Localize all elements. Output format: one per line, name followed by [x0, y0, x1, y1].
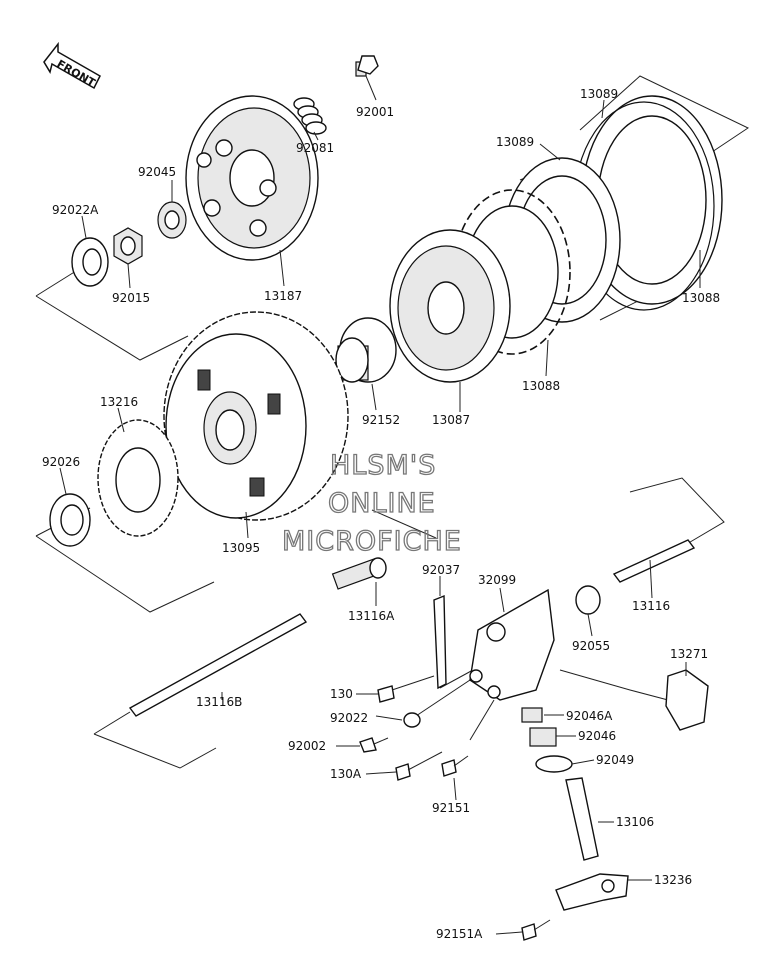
nut-92015 [113, 227, 143, 265]
callout-13095: 13095 [222, 541, 260, 555]
callout-13116B: 13116B [196, 695, 242, 709]
lever-13236 [555, 873, 629, 911]
pin-13116A [331, 557, 387, 590]
callout-13236: 13236 [654, 873, 692, 887]
callout-92151: 92151 [432, 801, 470, 815]
callout-13088-left: 13088 [522, 379, 560, 393]
callout-92015: 92015 [112, 291, 150, 305]
callout-13116A: 13116A [348, 609, 395, 623]
bush-92046 [529, 727, 557, 747]
callout-92151A: 92151A [436, 927, 483, 941]
bolt-92002 [359, 737, 389, 753]
callout-92022A: 92022A [52, 203, 99, 217]
seal-92049 [535, 755, 573, 773]
bracket-13271 [665, 669, 709, 731]
bush-92046A [521, 707, 543, 723]
gear-13216 [97, 419, 179, 537]
pressure-plate-13187 [185, 95, 319, 261]
housing-32099 [469, 588, 555, 701]
callout-92081: 92081 [296, 141, 334, 155]
watermark: HLSM'S ONLINE MICROFICHE [281, 449, 462, 557]
callout-92049: 92049 [596, 753, 634, 767]
callout-32099: 32099 [478, 573, 516, 587]
bearing-92045 [157, 201, 187, 239]
callout-92001: 92001 [356, 105, 394, 119]
clutch-housing-13095 [163, 311, 349, 521]
callout-92037: 92037 [422, 563, 460, 577]
callout-13089-lower: 13089 [496, 135, 534, 149]
shaft-13106 [565, 777, 599, 861]
callout-92022: 92022 [330, 711, 368, 725]
callout-92046: 92046 [578, 729, 616, 743]
bolt-92151 [441, 755, 469, 777]
watermark-line2: ONLINE [328, 488, 436, 519]
watermark-line3: MICROFICHE [282, 526, 462, 557]
callout-13187: 13187 [264, 289, 302, 303]
callout-130: 130 [330, 687, 353, 701]
callout-13089-upper: 13089 [580, 87, 618, 101]
callout-13106: 13106 [616, 815, 654, 829]
callout-130A: 130A [330, 767, 362, 781]
callout-92026: 92026 [42, 455, 80, 469]
oring-92055 [575, 585, 601, 615]
watermark-line1: HLSM'S [330, 450, 436, 481]
callout-92045: 92045 [138, 165, 176, 179]
bolt-92151A [521, 919, 551, 941]
sleeve-92152 [335, 317, 397, 383]
spring-92081 [293, 97, 327, 135]
washer-92022 [403, 712, 421, 728]
plate-92037 [433, 594, 447, 690]
callout-13216: 13216 [100, 395, 138, 409]
rod-13116 [612, 539, 696, 583]
washer-92022A [71, 237, 109, 287]
callout-92002: 92002 [288, 739, 326, 753]
callout-92152: 92152 [362, 413, 400, 427]
rod-13116B [128, 613, 308, 717]
washer-92026 [49, 493, 91, 547]
bolt-92001 [355, 55, 379, 77]
callout-labels: 92001 92081 13089 13089 92045 92022A 920… [42, 87, 720, 941]
bolt-130A [395, 751, 443, 781]
callout-13116: 13116 [632, 599, 670, 613]
leader-lines [59, 75, 701, 935]
front-arrow-icon: FRONT [43, 41, 101, 90]
bolt-130 [377, 675, 435, 703]
clutch-hub-13087 [389, 229, 511, 383]
callout-92055: 92055 [572, 639, 610, 653]
callout-13087: 13087 [432, 413, 470, 427]
callout-13088-right: 13088 [682, 291, 720, 305]
callout-92046A: 92046A [566, 709, 613, 723]
callout-13271: 13271 [670, 647, 708, 661]
